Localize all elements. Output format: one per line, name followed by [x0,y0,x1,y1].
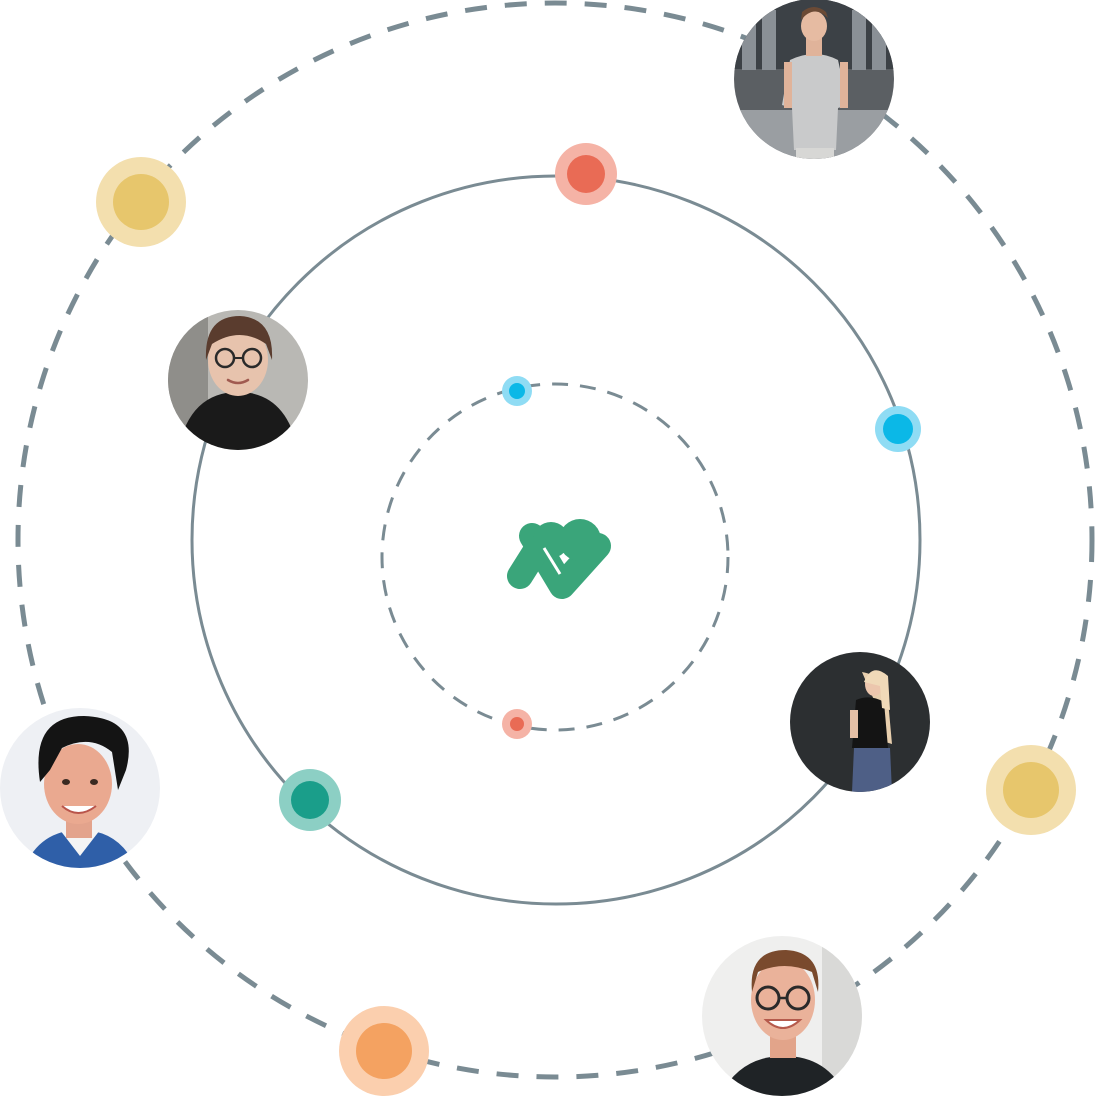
inner-red-dot [502,709,532,739]
avatar-man-glasses [702,936,862,1096]
avatar-woman-short-hair [0,708,160,868]
avatar-woman-blonde [790,652,930,792]
outer-gold-dot-right [986,745,1076,835]
outer-gold-dot-top [96,157,186,247]
inner-blue-dot [502,376,532,406]
outer-orange-dot [339,1006,429,1096]
avatar-man-grey-shirt [734,0,894,159]
brand-logo-icon [507,519,611,599]
inner-orbit [380,382,730,732]
outer-orbit [15,0,1095,1080]
middle-teal-dot [279,769,341,831]
middle-red-dot [555,143,617,205]
middle-blue-dot [875,406,921,452]
avatar-woman-glasses [168,310,308,450]
